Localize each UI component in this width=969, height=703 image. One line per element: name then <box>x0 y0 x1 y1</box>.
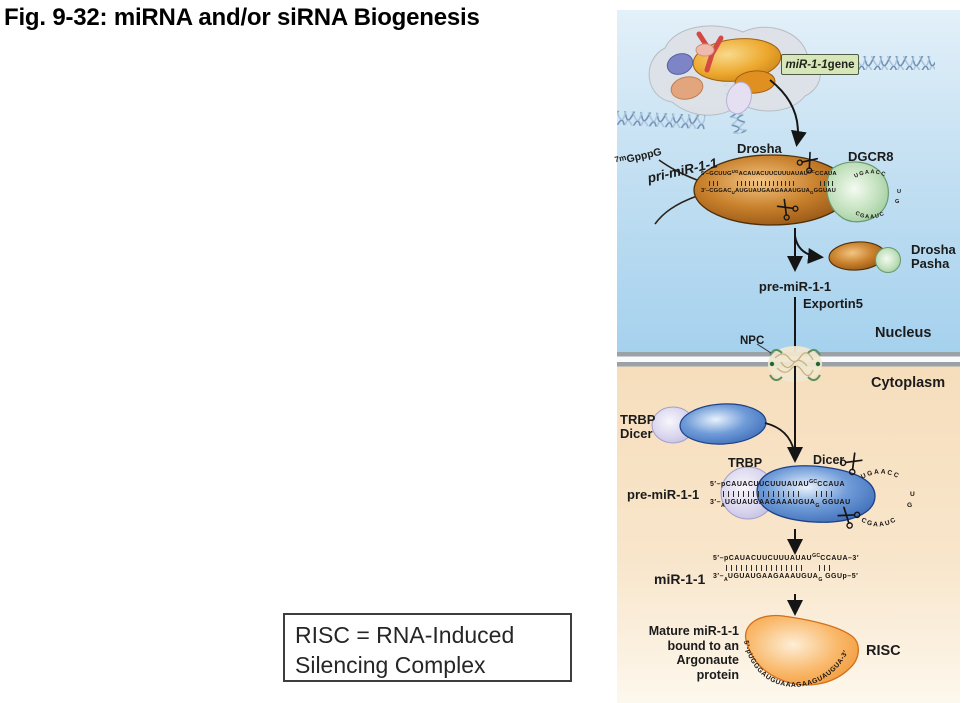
pre-mirna-cytoplasm-label: pre-miR-1-1 <box>627 487 700 502</box>
base-pairing-ticks <box>816 491 833 497</box>
biogenesis-diagram: UGAACC U G CGAAUC <box>614 10 960 703</box>
pre-mirna-nucleus-label: pre-miR-1-1 <box>758 279 832 294</box>
pre-mirna-bottom-strand: 3′–AUGUAUGAAGAAAUGUAG GGUAU <box>710 499 851 509</box>
pre-mirna-top-strand: 5′–pCAUACUUCUUUAUAUGCCCAUA <box>710 479 846 488</box>
trbp-bound-label: TRBP <box>728 456 763 470</box>
rna-polymerase-complex <box>648 25 821 116</box>
pre-loop-side2: G <box>907 502 914 509</box>
dicer-bound-label: Dicer <box>813 453 845 467</box>
dgcr8-label: DGCR8 <box>848 149 894 164</box>
gene-name: miR-1-1 <box>785 58 828 71</box>
drosha-pasha-label: Drosha Pasha <box>911 242 956 272</box>
nucleus-label: Nucleus <box>875 325 932 341</box>
figure-title: Fig. 9-32: miRNA and/or siRNA Biogenesis <box>4 4 480 31</box>
npc-label: NPC <box>740 335 765 347</box>
transcription-arrow <box>769 79 807 147</box>
pri-loop-side1: U <box>897 189 902 195</box>
gene-suffix: gene <box>827 58 855 71</box>
base-pairing-ticks <box>737 181 797 186</box>
diagram-artwork: UGAACC U G CGAAUC <box>617 10 960 703</box>
mir-duplex-label: miR-1-1 <box>654 571 706 587</box>
trbp-dicer-label: TRBP Dicer <box>620 412 656 442</box>
dgcr8-protein <box>826 161 889 223</box>
pre-loop-side1: U <box>910 491 916 498</box>
argonaute-protein <box>744 614 859 686</box>
polymerase-subunit-pink <box>695 43 715 57</box>
base-pairing-ticks <box>819 565 833 571</box>
risc-definition-line1: RISC = RNA-Induced <box>295 622 515 648</box>
nuclear-pore-complex <box>768 346 822 382</box>
drosha-release-arrow <box>794 235 824 264</box>
polymerase-subunit-lavender <box>726 81 752 115</box>
risc-definition-box: RISC = RNA-Induced Silencing Complex <box>283 613 572 682</box>
npc-pointer-line <box>756 343 772 354</box>
base-pairing-ticks <box>820 181 835 186</box>
pri-mirna-top-strand: 5′–GCUUGUGACAUACUUCUUUAUAUGCCCAUA <box>701 168 837 177</box>
drosha-label: Drosha <box>737 141 782 156</box>
polymerase-subunit-blue <box>666 53 694 75</box>
risc-definition-line2: Silencing Complex <box>295 652 486 678</box>
dicer-join-arrow <box>764 422 795 452</box>
mir-duplex-bottom-strand: 3′–AUGUAUGAAGAAAUGUAG GGUp–5′ <box>713 573 859 583</box>
pasha-released <box>874 246 902 274</box>
exportin5-label: Exportin5 <box>803 296 863 311</box>
base-pairing-ticks <box>709 181 721 186</box>
pri-mirna-tails <box>654 159 698 225</box>
pri-loop-side2: G <box>895 199 901 205</box>
dicer-free <box>679 403 767 445</box>
base-pairing-ticks <box>723 491 799 497</box>
polymerase-subunit-salmon <box>670 76 704 100</box>
dna-helix-lower <box>617 110 706 130</box>
risc-label: RISC <box>866 643 901 659</box>
pri-loop-top: UGAACC <box>853 169 887 179</box>
mir-duplex-top-strand: 5′–pCAUACUUCUUUAUAUGCCCAUA–3′ <box>713 553 860 562</box>
mir-gene-label: miR-1-1 gene <box>781 54 859 75</box>
pri-mirna-bottom-strand: 3′–CGGACUAUGUAUGAAGAAAUGUAGGGUAU <box>701 188 836 195</box>
cytoplasm-label: Cytoplasm <box>871 375 946 391</box>
pri-loop-bottom: CGAAUC <box>854 211 886 221</box>
mature-mirna-label: Mature miR-1-1 bound to an Argonaute pro… <box>648 624 739 682</box>
base-pairing-ticks <box>726 565 802 571</box>
